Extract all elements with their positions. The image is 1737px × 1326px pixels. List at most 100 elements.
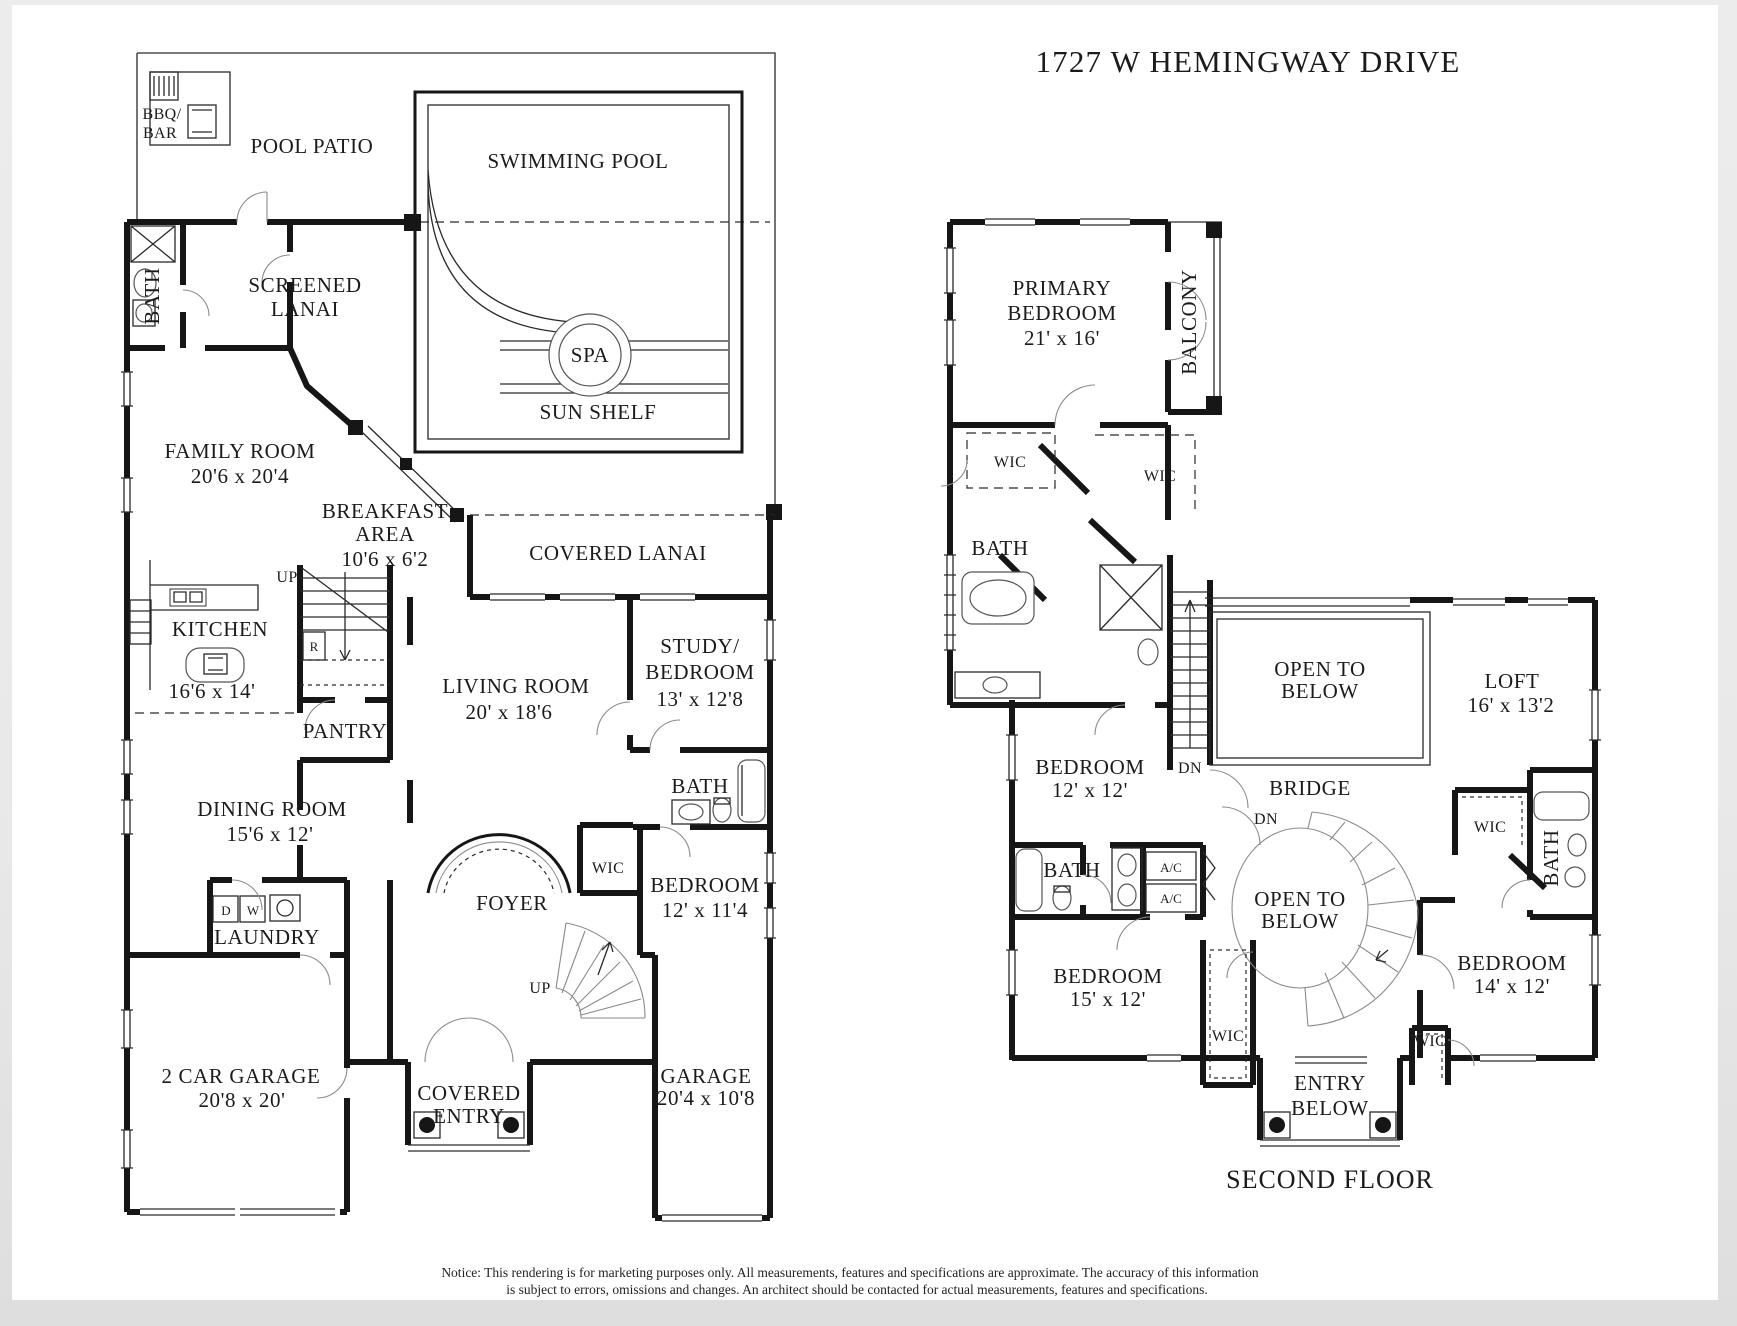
bedroom14-dim: 14' x 12' (1474, 974, 1550, 998)
bbq-bar-icon (149, 71, 231, 146)
foyer-rotunda (426, 833, 572, 894)
second-floor-walls (947, 219, 1598, 1147)
screened-lanai-label-1: SCREENED (248, 273, 361, 297)
wic-bedroom14-label: WIC (1474, 819, 1506, 836)
first-floor-plan: BBQ/ BAR POOL PATIO SWIMMING POOL SPA SU… (121, 52, 782, 1225)
rotunda-open-below (1231, 811, 1419, 1027)
pantry-label: PANTRY (303, 719, 388, 743)
wic-primary-right-label: WIC (1144, 468, 1176, 485)
kitchen-label: KITCHEN (172, 617, 268, 641)
pool-patio-label: POOL PATIO (251, 134, 374, 158)
spa-icon (548, 313, 632, 397)
primary-bedroom-dim: 21' x 16' (1024, 326, 1100, 350)
open-below-center-label-2: BELOW (1261, 909, 1339, 933)
bridge-label: BRIDGE (1269, 776, 1351, 800)
covered-entry-label-2: ENTRY (433, 1104, 505, 1128)
dryer-label: D (221, 903, 230, 918)
open-below-upper-label-2: BELOW (1281, 679, 1359, 703)
second-floor-stairs (1170, 591, 1210, 749)
second-floor-windows (944, 216, 1601, 1066)
stairs-dn-label: DN (1178, 760, 1202, 777)
wic-left-label: WIC (1212, 1028, 1244, 1045)
open-below-upper-label-1: OPEN TO (1274, 657, 1366, 681)
bath-hall2-label: BATH (1043, 858, 1100, 882)
loft-dim: 16' x 13'2 (1467, 693, 1554, 717)
study-label-1: STUDY/ (660, 634, 739, 658)
entry-below-label-1: ENTRY (1294, 1071, 1366, 1095)
kitchen-counter-icon (129, 560, 259, 690)
bedroom12-dim: 12' x 12' (1052, 778, 1128, 802)
bedroom-dim: 12' x 11'4 (662, 898, 748, 922)
ac-lower-label: A/C (1160, 891, 1182, 906)
spa-label: SPA (571, 343, 610, 367)
notice-line-1: Notice: This rendering is for marketing … (441, 1265, 1259, 1280)
loft-label: LOFT (1485, 669, 1540, 693)
bedroom15-label: BEDROOM (1053, 964, 1162, 988)
notice-line-2: is subject to errors, omissions and chan… (506, 1282, 1207, 1297)
bedroom14-label: BEDROOM (1457, 951, 1566, 975)
bedroom14-bath-fixtures (1209, 791, 1590, 1080)
laundry-label: LAUNDRY (214, 925, 320, 949)
balcony-label: BALCONY (1177, 269, 1201, 375)
bath-hall-fixtures (671, 759, 766, 825)
entry-below-columns (1263, 1111, 1397, 1139)
bedroom-label: BEDROOM (650, 873, 759, 897)
study-dim: 13' x 12'8 (656, 687, 743, 711)
living-room-dim: 20' x 18'6 (465, 700, 552, 724)
foyer-stairs (555, 922, 646, 1019)
breakfast-dim: 10'6 x 6'2 (341, 547, 428, 571)
open-below-upper-outline (1209, 611, 1431, 766)
primary-wic-outlines (966, 432, 1196, 510)
primary-bedroom-label-2: BEDROOM (1007, 301, 1116, 325)
bath-bedroom14-label: BATH (1539, 829, 1563, 886)
garage-1car-dim: 20'4 x 10'8 (657, 1086, 755, 1110)
kitchen-stairs (300, 567, 390, 686)
garage-doors (140, 1205, 762, 1225)
bedroom12-label: BEDROOM (1035, 755, 1144, 779)
first-floor-doors (182, 191, 691, 1099)
pool-patio-outline (136, 52, 782, 520)
plan-title: 1727 W HEMINGWAY DRIVE (1035, 44, 1460, 79)
ac-upper-label: A/C (1160, 860, 1182, 875)
foyer-up-label: UP (529, 980, 550, 997)
dining-room-dim: 15'6 x 12' (226, 822, 313, 846)
open-below-center-label-1: OPEN TO (1254, 887, 1346, 911)
screened-lanai-label-2: LANAI (271, 297, 339, 321)
living-room-label: LIVING ROOM (442, 674, 589, 698)
bath-top-fixtures (130, 225, 176, 327)
kitchen-dim: 16'6 x 14' (168, 679, 255, 703)
wic-right-label: WIC (1414, 1033, 1446, 1050)
wic-label: WIC (592, 860, 624, 877)
bath-top-label: BATH (140, 267, 164, 324)
covered-lanai-label: COVERED LANAI (529, 541, 707, 565)
stairs-up-label: UP (276, 569, 297, 586)
foyer-label: FOYER (476, 891, 548, 915)
garage-2car-dim: 20'8 x 20' (198, 1088, 285, 1112)
swimming-pool-label: SWIMMING POOL (487, 149, 668, 173)
entry-below-label-2: BELOW (1291, 1096, 1369, 1120)
study-label-2: BEDROOM (645, 660, 754, 684)
bath-hall-label: BATH (671, 774, 728, 798)
washer-label: W (247, 903, 260, 918)
covered-entry-columns (413, 1111, 525, 1139)
laundry-appliances (212, 894, 301, 923)
garage-1car-label: GARAGE (660, 1064, 751, 1088)
primary-bedroom-label-1: PRIMARY (1013, 276, 1112, 300)
garage-2car-label: 2 CAR GARAGE (162, 1064, 321, 1088)
second-floor-doors (940, 281, 1531, 1067)
family-room-dim: 20'6 x 20'4 (191, 464, 289, 488)
first-floor-walls (124, 214, 775, 1221)
dining-room-label: DINING ROOM (197, 797, 347, 821)
family-room-label: FAMILY ROOM (165, 439, 316, 463)
first-floor-windows (121, 371, 776, 1169)
bbq-bar-label-1: BBQ/ (143, 106, 182, 123)
covered-entry-label-1: COVERED (417, 1081, 520, 1105)
sun-shelf-label: SUN SHELF (540, 400, 657, 424)
spiral-dn-label: DN (1254, 811, 1278, 828)
second-floor-plan: DN DN (940, 216, 1601, 1194)
bedroom15-dim: 15' x 12' (1070, 987, 1146, 1011)
second-floor-caption: SECOND FLOOR (1226, 1165, 1434, 1194)
swimming-pool-outline (413, 90, 744, 454)
